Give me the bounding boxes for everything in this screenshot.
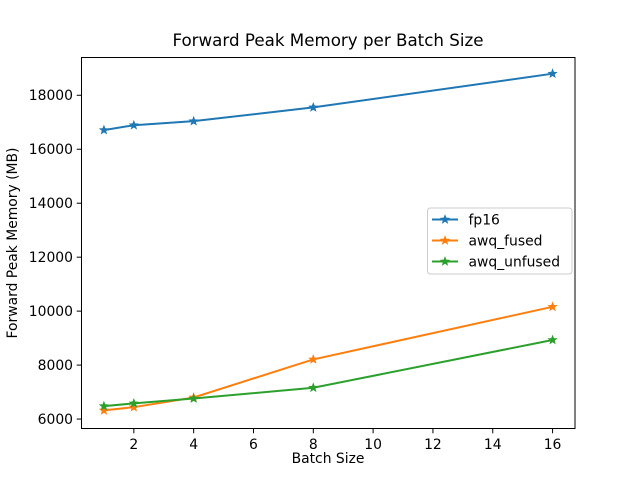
- data-point-marker-awq_fused: [547, 301, 558, 312]
- data-point-marker-awq_unfused: [547, 334, 558, 345]
- x-axis-label: Batch Size: [292, 451, 365, 467]
- y-tick-label: 10000: [29, 304, 73, 320]
- data-point-marker-awq_unfused: [308, 382, 319, 393]
- x-tick-label: 10: [364, 437, 382, 453]
- data-point-marker-fp16: [98, 124, 110, 135]
- data-point-marker-fp16: [128, 119, 139, 130]
- data-point-marker-awq_unfused: [188, 393, 199, 403]
- x-tick-label: 16: [544, 437, 562, 453]
- y-tick-label: 8000: [38, 358, 73, 374]
- data-point-marker-awq_unfused: [98, 400, 110, 411]
- chart-title: Forward Peak Memory per Batch Size: [172, 30, 483, 50]
- data-point-marker-awq_fused: [98, 405, 110, 415]
- y-tick-label: 6000: [38, 412, 73, 428]
- series-line-fp16: [102, 72, 554, 132]
- plot-border: [81, 57, 576, 429]
- y-tick-label: 14000: [29, 196, 73, 212]
- data-point-marker-fp16: [188, 115, 199, 126]
- x-tick-label: 14: [484, 437, 502, 453]
- legend-box: [427, 207, 573, 275]
- y-axis-label: Forward Peak Memory (MB): [5, 148, 21, 339]
- data-point-marker-awq_fused: [128, 401, 139, 412]
- y-tick-label: 16000: [29, 142, 73, 158]
- legend-star-icon: [439, 214, 451, 224]
- y-tick-label: 18000: [29, 88, 73, 104]
- legend-label-awq_unfused: awq_unfused: [469, 254, 561, 270]
- x-tick-label: 6: [249, 437, 258, 453]
- y-tick-label: 12000: [29, 250, 73, 266]
- series-line-awq_fused: [102, 305, 554, 412]
- x-tick-label: 2: [129, 437, 138, 453]
- series-line-awq_unfused: [102, 339, 554, 408]
- x-tick-label: 12: [424, 437, 442, 453]
- legend-label-fp16: fp16: [469, 212, 500, 228]
- legend-star-icon: [439, 256, 451, 266]
- x-tick-label: 8: [309, 437, 318, 453]
- plot-area: 2 4 6 8 10 12 14 16 6000 8000 10000 12000 14000 16000…: [29, 57, 576, 453]
- data-point-marker-fp16: [547, 68, 558, 79]
- legend-star-icon: [439, 235, 451, 245]
- x-tick-label: 4: [189, 437, 198, 453]
- data-point-marker-fp16: [308, 102, 319, 112]
- legend-label-awq_fused: awq_fused: [469, 233, 543, 249]
- data-point-marker-awq_fused: [308, 354, 319, 364]
- data-point-marker-awq_unfused: [128, 398, 139, 408]
